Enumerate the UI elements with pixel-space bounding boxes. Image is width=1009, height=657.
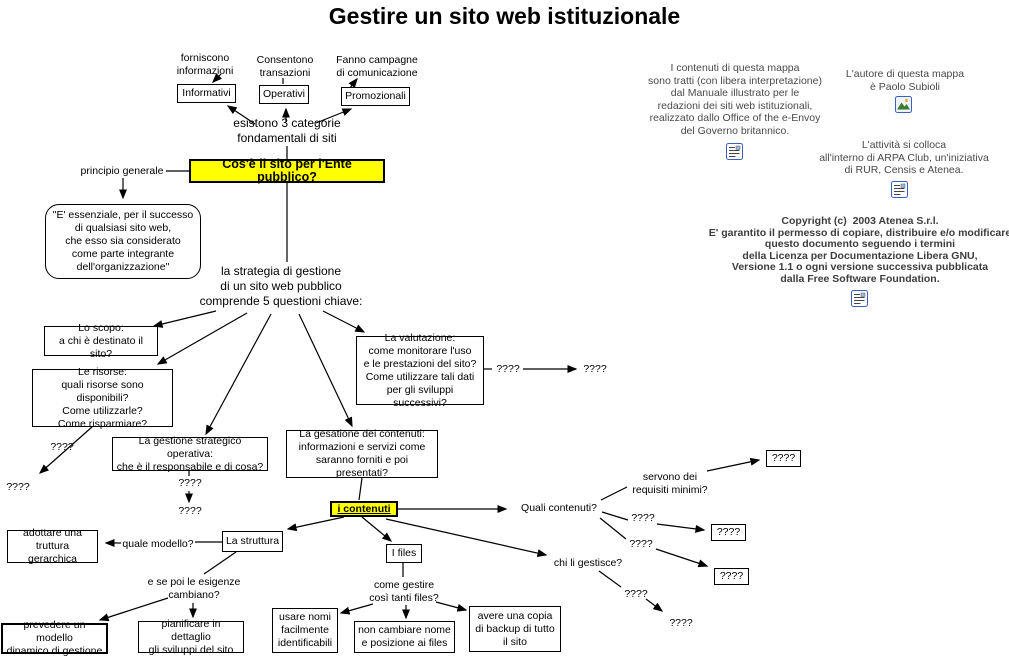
link-forniscono-informazioni: forniscono informazioni xyxy=(176,52,234,77)
node-backup-sito[interactable]: avere una copia di backup di tutto il si… xyxy=(469,606,561,652)
node-adottare-struttura[interactable]: adottare una truttura gerarchica xyxy=(7,527,98,565)
placeholder-contenuti-2: ???? xyxy=(629,538,653,550)
node-gestione-strategico-operativa[interactable]: La gestione strategico operativa: che è … xyxy=(112,435,268,473)
placeholder-valutazione-2: ???? xyxy=(583,363,607,375)
node-i-files[interactable]: I files xyxy=(386,544,422,563)
note-copyright: Copyright (c) 2003 Atenea S.r.l. E' gara… xyxy=(708,215,1009,285)
node-i-contenuti[interactable]: i contenuti xyxy=(330,501,398,517)
node-prevedere-modello[interactable]: prevedere un modello dinamico di gestion… xyxy=(1,619,108,657)
node-lo-scopo[interactable]: Lo scopo: a chi è destinato il sito? xyxy=(44,322,158,360)
node-domanda-centrale[interactable]: Cos'è il sito per l'Ente pubblico? xyxy=(189,158,385,184)
node-la-struttura[interactable]: La struttura xyxy=(222,531,283,552)
node-citazione-essenziale[interactable]: "E' essenziale, per il successo di quals… xyxy=(45,204,201,279)
node-pianificare-sviluppi[interactable]: pianificare in dettaglio gli sviluppi de… xyxy=(138,618,244,656)
link-strategia-5-questioni: la strategia di gestione di un sito web … xyxy=(199,264,363,308)
node-non-cambiare-nome[interactable]: non cambiare nome e posizione ai files xyxy=(354,621,455,653)
note-autore: L'autore di questa mappa è Paolo Subioli xyxy=(845,68,965,93)
placeholder-risorse-1: ???? xyxy=(50,441,74,453)
note-attivita: L'attività si colloca all'interno di ARP… xyxy=(819,139,989,176)
link-esigenze-cambiano: e se poi le esigenze cambiano? xyxy=(147,576,241,601)
link-principio-generale: principio generale xyxy=(80,165,164,177)
image-icon[interactable] xyxy=(895,96,912,113)
node-placeholder-box-2[interactable]: ???? xyxy=(711,524,746,541)
link-come-gestire-files: come gestire così tanti files? xyxy=(369,579,439,604)
link-quale-modello: quale modello? xyxy=(122,538,194,550)
document-icon[interactable] xyxy=(891,181,908,198)
map-title: Gestire un sito web istituzionale xyxy=(328,3,681,29)
placeholder-risorse-2: ???? xyxy=(6,481,30,493)
placeholder-valutazione-1: ???? xyxy=(496,363,520,375)
node-usare-nomi[interactable]: usare nomi facilmente identificabili xyxy=(272,608,338,653)
placeholder-gestione-1: ???? xyxy=(178,477,202,489)
placeholder-gestione-2: ???? xyxy=(178,505,202,517)
placeholder-contenuti-1: ???? xyxy=(631,512,655,524)
link-categorie-siti: esistono 3 categorie fondamentali di sit… xyxy=(233,116,341,145)
document-icon[interactable] xyxy=(851,290,868,307)
node-informativi[interactable]: Informativi xyxy=(177,84,236,103)
placeholder-gestisce-2: ???? xyxy=(669,617,693,629)
link-requisiti-minimi: servono dei requisiti minimi? xyxy=(632,471,708,496)
link-fanno-campagne: Fanno campagne di comunicazione xyxy=(336,54,418,79)
note-fonte-contenuti: I contenuti di questa mappa sono tratti … xyxy=(648,62,822,137)
node-la-valutazione[interactable]: La valutazione: come monitorare l'uso e … xyxy=(356,332,484,409)
document-icon[interactable] xyxy=(726,143,743,160)
node-placeholder-box-3[interactable]: ???? xyxy=(714,568,749,585)
link-chi-li-gestisce: chi li gestisce? xyxy=(553,557,623,569)
node-operativi[interactable]: Operativi xyxy=(259,85,309,104)
node-gestione-contenuti[interactable]: La gesatione dei contenuti: informazioni… xyxy=(286,428,438,479)
node-promozionali[interactable]: Promozionali xyxy=(341,87,410,106)
link-quali-contenuti: Quali contenuti? xyxy=(521,502,597,514)
node-placeholder-box-1[interactable]: ???? xyxy=(766,450,801,467)
placeholder-gestisce-1: ???? xyxy=(624,588,648,600)
node-le-risorse[interactable]: Le risorse: quali risorse sono disponibi… xyxy=(32,366,173,430)
link-consentono-transazioni: Consentono transazioni xyxy=(256,54,314,79)
